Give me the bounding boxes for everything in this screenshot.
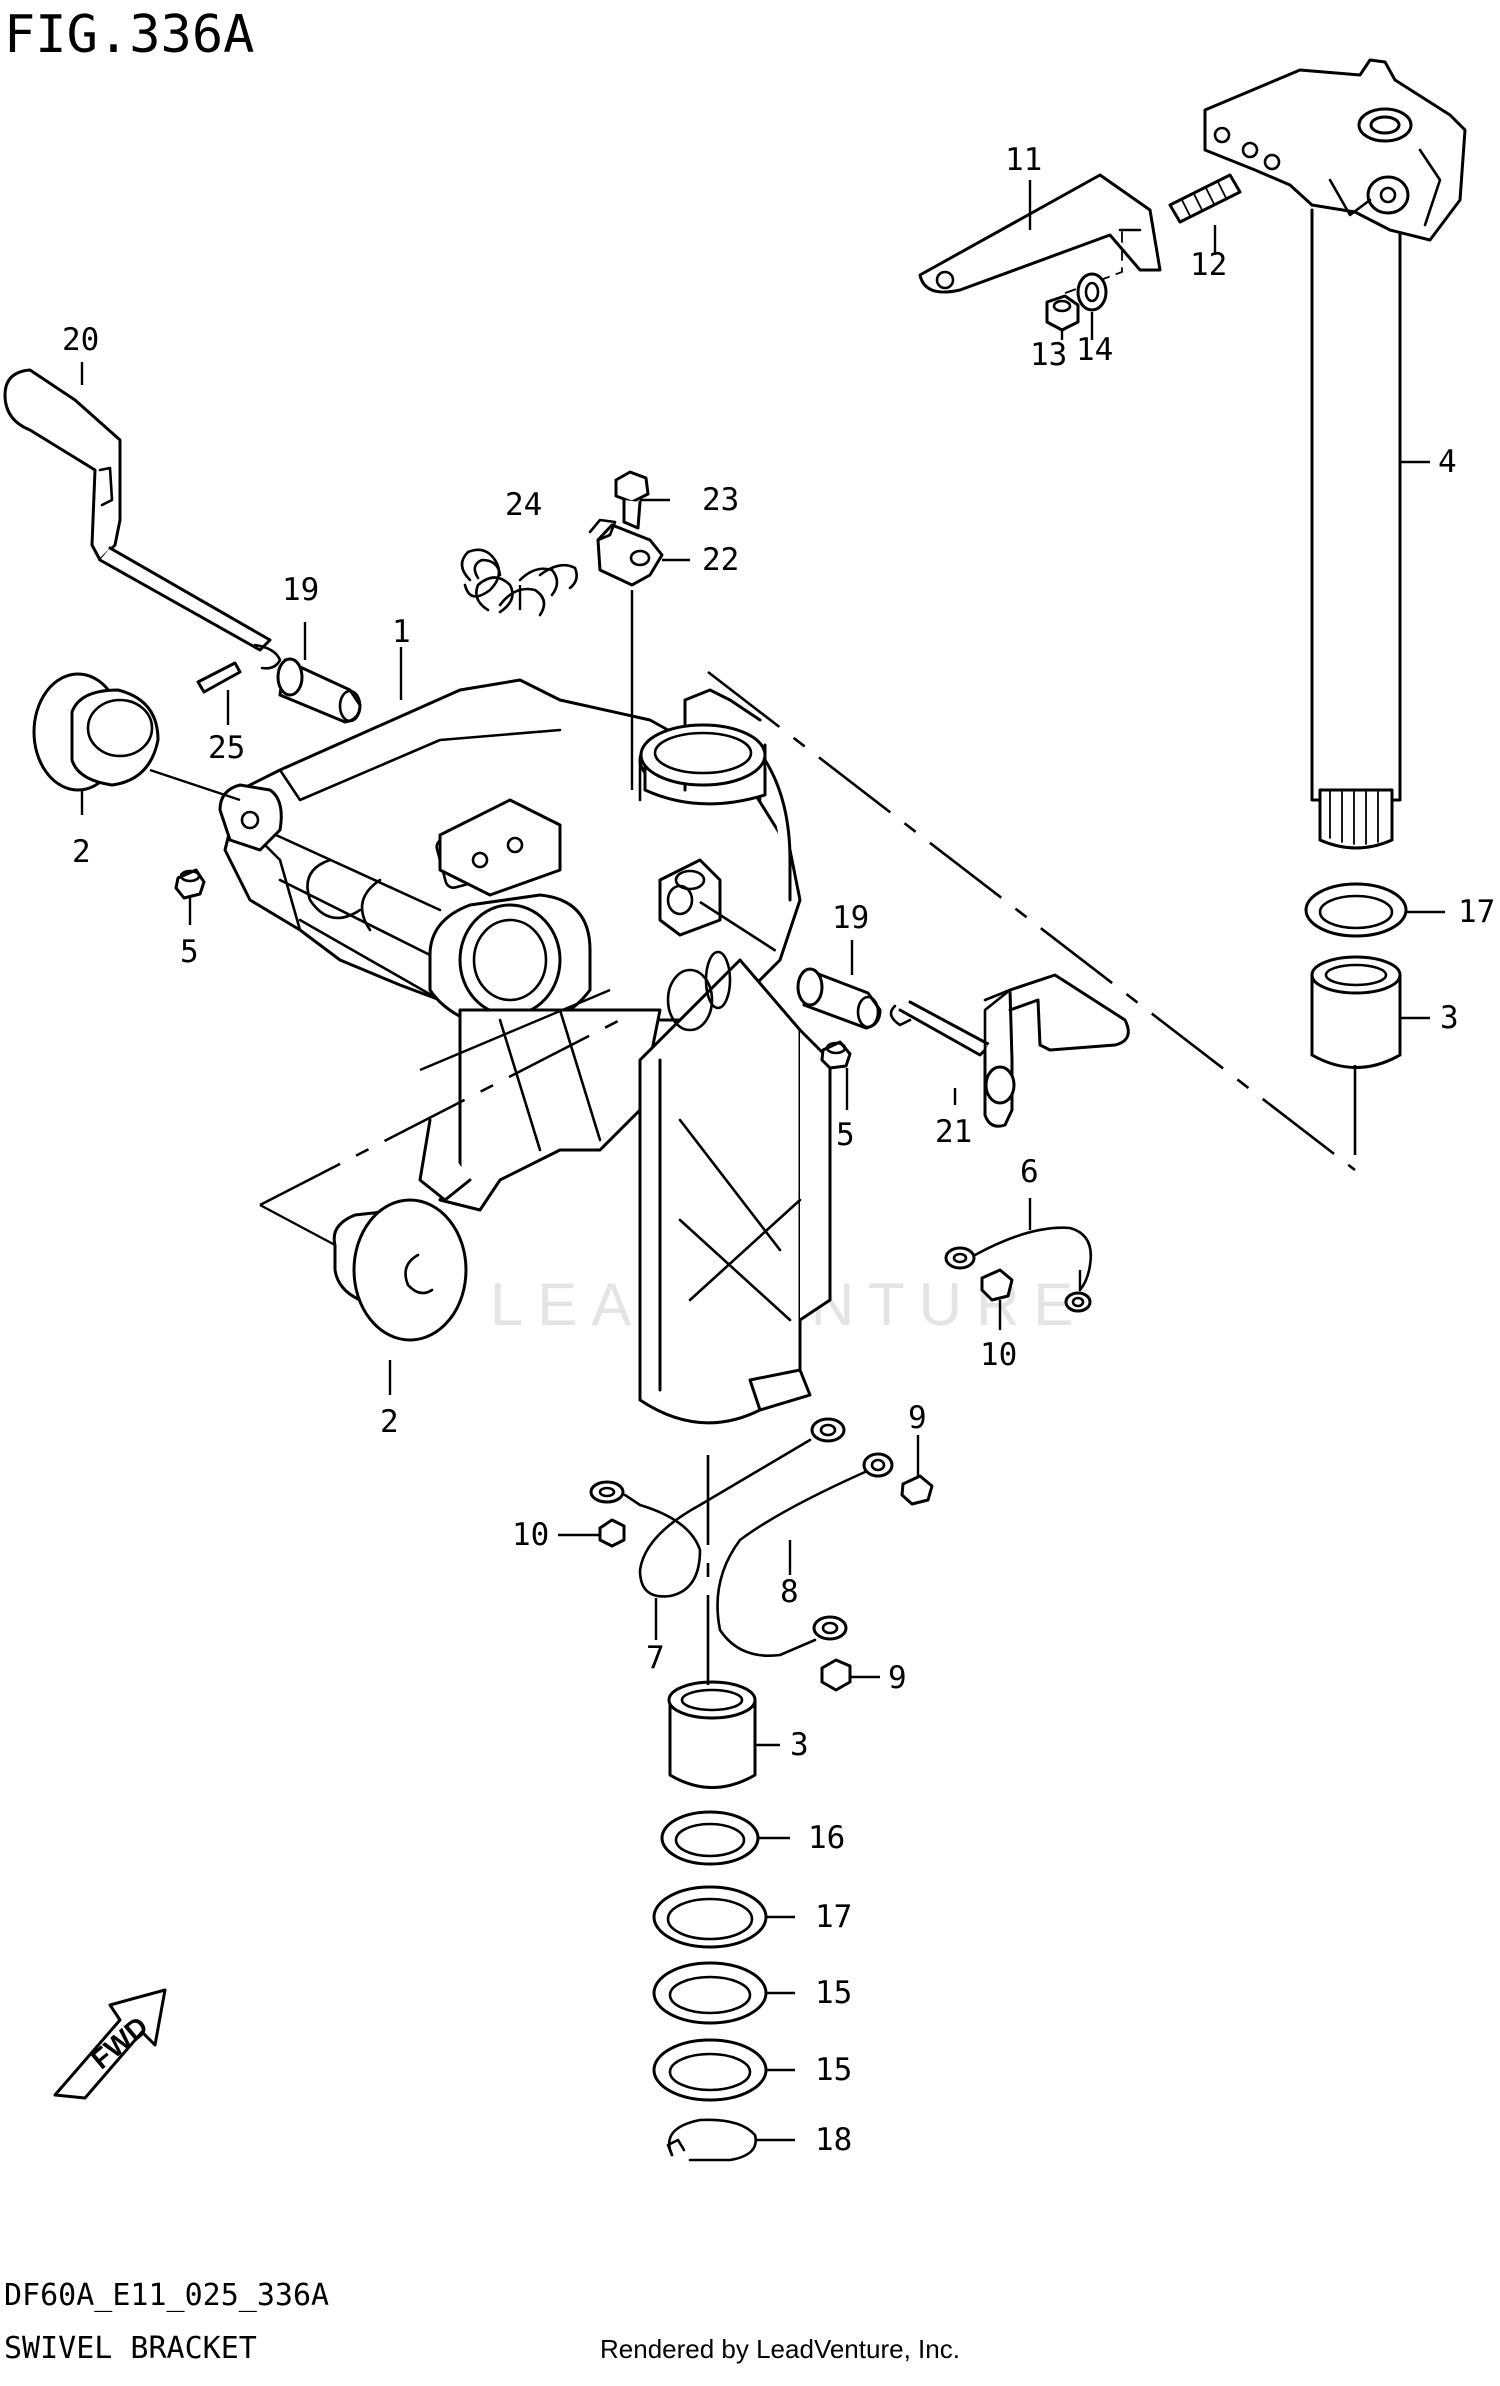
callout-12: 12: [1190, 247, 1227, 283]
callout-17-upper: 17: [1458, 894, 1495, 930]
grease-nipple-right-part: [820, 1040, 852, 1070]
thrust-washer-upper-part: [1304, 882, 1408, 938]
leader-lines: [80, 180, 1445, 2142]
callout-21: 21: [935, 1114, 972, 1150]
ground-wire-upper-part: [944, 1226, 1093, 1313]
bushing-lower-part: [667, 1680, 757, 1789]
bushing-upper-part: [1310, 955, 1402, 1069]
callout-2-upper: 2: [72, 834, 91, 870]
callout-25: 25: [208, 730, 245, 766]
callout-15-lower: 15: [815, 2052, 852, 2088]
callout-11: 11: [1005, 142, 1042, 178]
callout-19-left: 19: [282, 572, 319, 608]
callout-5-left: 5: [180, 934, 199, 970]
callout-10-upper: 10: [980, 1337, 1017, 1373]
callout-labels: 1 2 2 3 3 4 5 5 6 7 8 9 9 10 10 11 12 13…: [62, 142, 1495, 2158]
circlip-part: [666, 2118, 757, 2162]
callout-8: 8: [780, 1574, 799, 1610]
lever-bushing-right-part: [796, 967, 882, 1030]
lever-bushing-left-part: [276, 657, 362, 724]
ground-wire-left-part: [589, 1417, 846, 1598]
callout-17-lower: 17: [815, 1899, 852, 1935]
callout-7: 7: [646, 1640, 665, 1676]
callout-13: 13: [1030, 337, 1067, 373]
tilt-bushing-lower-part: [332, 1198, 468, 1342]
callout-3-upper: 3: [1440, 1000, 1459, 1036]
clip-plate-part: [588, 518, 664, 587]
steering-tube-part: [1203, 58, 1467, 850]
callout-10-lower: 10: [512, 1517, 549, 1553]
assembly-lines: [149, 590, 1357, 1695]
callout-1: 1: [392, 614, 411, 650]
callout-22: 22: [702, 542, 739, 578]
swivel-bracket-part: [218, 678, 832, 1425]
grease-nipple-left-part: [174, 868, 206, 900]
callout-19-right: 19: [832, 900, 869, 936]
fwd-arrow-icon: FWD: [53, 1988, 167, 2100]
callout-9-upper: 9: [908, 1400, 927, 1436]
bolt-9-lower-part: [820, 1658, 852, 1692]
nut-part: [1045, 294, 1080, 332]
stud-bolt-part: [1168, 173, 1242, 224]
thrust-washer-16-part: [660, 1810, 760, 1866]
washer-15-lower-part: [652, 2038, 768, 2102]
tilt-lever-left-part: [3, 368, 282, 670]
footer-credit: Rendered by LeadVenture, Inc.: [600, 2334, 960, 2364]
callout-15-upper: 15: [815, 1975, 852, 2011]
tilt-lever-right-part: [889, 973, 1130, 1128]
washer-15-upper-part: [652, 1961, 768, 2025]
thrust-washer-17-part: [652, 1885, 768, 1949]
bolt-10-lower-part: [598, 1518, 626, 1548]
callout-16: 16: [808, 1820, 845, 1856]
ground-wire-right-part: [716, 1452, 894, 1657]
washer-part: [1076, 272, 1108, 312]
callout-3-lower: 3: [790, 1727, 809, 1763]
callout-4: 4: [1438, 444, 1457, 480]
callout-6: 6: [1020, 1154, 1039, 1190]
callout-14: 14: [1076, 332, 1113, 368]
model-code: DF60A_E11_025_336A: [4, 2278, 329, 2313]
figure-number: FIG.336A: [4, 5, 254, 65]
figure-title: SWIVEL BRACKET: [4, 2331, 257, 2366]
lever-pin-part: [196, 661, 242, 694]
callout-20: 20: [62, 322, 99, 358]
tie-bar-bracket-part: [918, 173, 1162, 296]
callout-5-right: 5: [836, 1117, 855, 1153]
tilt-bushing-upper-part: [32, 672, 160, 792]
tilt-lock-spring-part: [460, 548, 578, 617]
callout-24: 24: [505, 487, 542, 523]
callout-9-lower: 9: [888, 1660, 907, 1696]
bolt-upper-wire-part: [980, 1268, 1014, 1302]
callout-23: 23: [702, 482, 739, 518]
callout-2-lower: 2: [380, 1404, 399, 1440]
clip-bolt-part: [614, 470, 650, 530]
callout-18: 18: [815, 2122, 852, 2158]
bolt-9-upper-part: [900, 1474, 934, 1506]
